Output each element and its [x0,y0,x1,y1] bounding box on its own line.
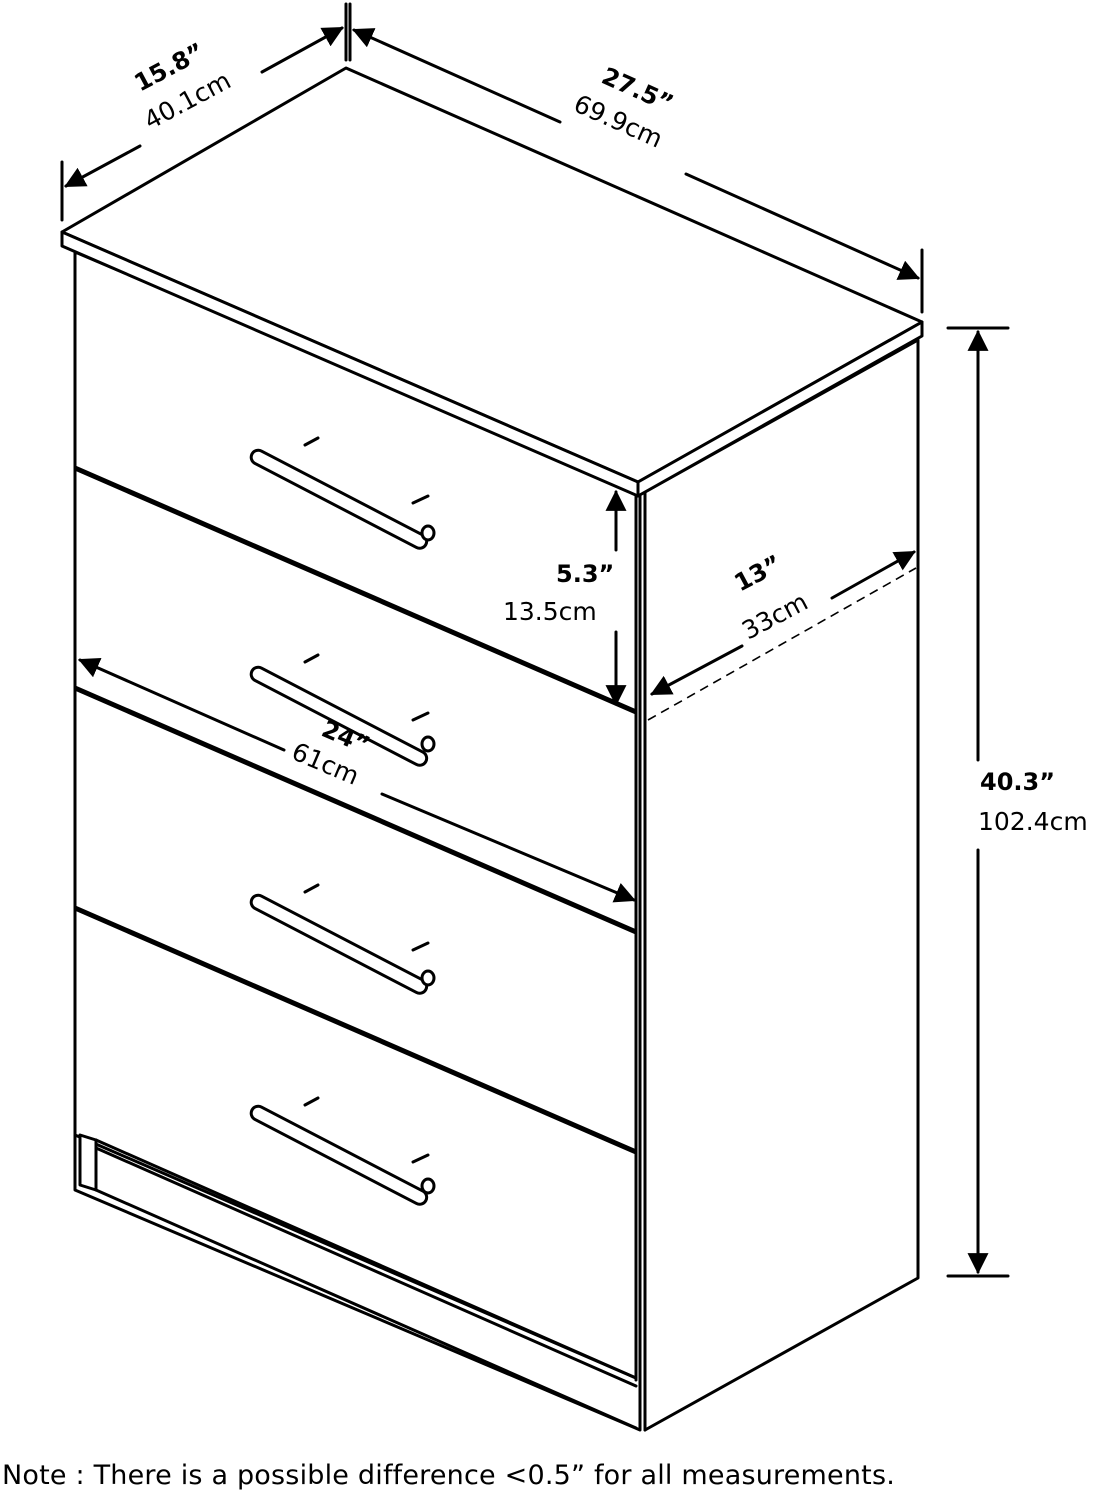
height-imperial-label: 40.3” [980,768,1055,796]
drawer-1[interactable] [74,465,637,715]
handle-1[interactable] [249,436,436,551]
dimension-height: 40.3” 102.4cm [946,326,1088,1278]
dimension-drawer-height: 5.3” 13.5cm [503,489,627,707]
side-panel [643,338,920,1432]
handle-3[interactable] [249,883,436,996]
drawer-2[interactable] [74,685,637,935]
drawer-height-metric-label: 13.5cm [503,597,597,626]
handle-4[interactable] [249,1096,436,1207]
handle-2[interactable] [249,653,436,768]
drawer-3[interactable] [74,905,637,1155]
base-plinth [78,1133,638,1430]
height-metric-label: 102.4cm [978,807,1088,836]
top-side-edge [636,320,924,498]
drawer-height-imperial-label: 5.3” [556,560,614,588]
dresser-body [60,66,924,1432]
measurement-note: Note : There is a possible difference <0… [2,1460,896,1491]
